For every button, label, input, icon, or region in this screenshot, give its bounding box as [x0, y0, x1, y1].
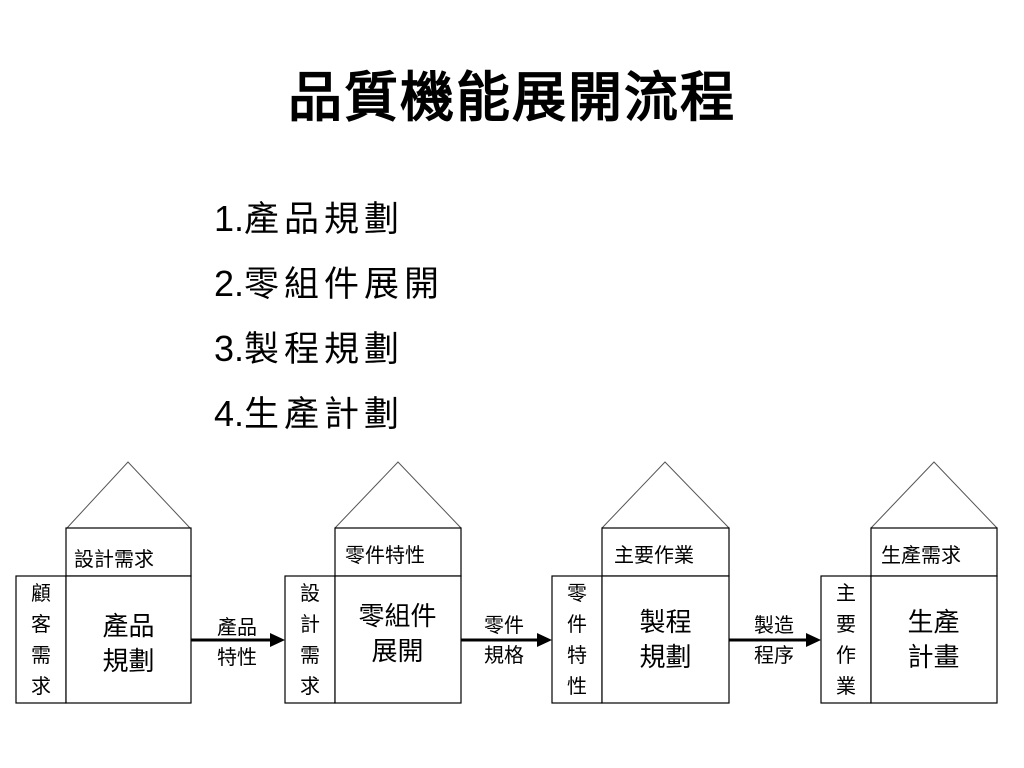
house-main-label-2: 計畫	[907, 643, 960, 673]
step-item: 3.製程規劃	[214, 318, 444, 383]
step-number: 2.	[214, 263, 245, 304]
house-side-label: 零件特性	[567, 581, 587, 698]
house-side-box	[284, 575, 336, 704]
arrow-label-line-2: 特性	[217, 645, 257, 669]
house-main-box	[870, 575, 998, 704]
house-main-label-2: 規劃	[102, 647, 155, 677]
house-main-label-1: 產品	[102, 612, 155, 642]
arrow-head	[806, 633, 821, 647]
step-text: 零組件展開	[244, 265, 445, 305]
house-roof-label: 生產需求	[881, 543, 961, 567]
arrow-3	[729, 633, 821, 647]
house-roof	[334, 461, 462, 529]
arrow-label-line-1: 零件	[484, 613, 524, 637]
house-main-box	[65, 575, 192, 704]
house-side-box	[551, 575, 603, 704]
house-side-label: 主要作業	[836, 581, 856, 698]
house-main-label-1: 製程	[639, 608, 692, 638]
arrow-label-line-2: 規格	[484, 643, 524, 667]
house-roof-label: 零件特性	[345, 543, 425, 567]
step-number: 4.	[214, 393, 245, 434]
arrow-label-line-1: 產品	[217, 615, 257, 639]
house-side-label: 設計需求	[300, 581, 320, 698]
house-roof	[870, 461, 998, 529]
house-roof-label: 主要作業	[614, 543, 694, 567]
step-text: 製程規劃	[244, 330, 405, 370]
house-4	[820, 461, 998, 704]
step-list: 1.產品規劃 2.零組件展開 3.製程規劃 4.生產計劃	[214, 188, 444, 448]
house-main-label-2: 規劃	[639, 643, 692, 673]
step-item: 2.零組件展開	[214, 253, 444, 318]
arrow-label-line-1: 製造	[754, 613, 794, 637]
house-side-box	[15, 575, 67, 704]
step-text: 生產計劃	[244, 395, 405, 435]
step-number: 1.	[214, 198, 245, 239]
house-main-label-1: 零組件	[358, 602, 437, 632]
arrow-label-line-2: 程序	[754, 643, 794, 667]
step-item: 1.產品規劃	[214, 188, 444, 253]
house-1	[15, 461, 192, 704]
house-roof-box	[65, 527, 192, 577]
house-main-box	[334, 575, 462, 704]
arrow-head	[537, 633, 552, 647]
step-item: 4.生產計劃	[214, 383, 444, 448]
arrow-head	[270, 633, 285, 647]
house-roof	[601, 461, 730, 529]
house-main-label-2: 展開	[371, 637, 424, 667]
house-roof	[66, 461, 191, 529]
house-main-label-1: 生產	[907, 608, 960, 638]
house-2	[284, 461, 462, 704]
house-side-label: 顧客需求	[31, 581, 51, 698]
arrow-2	[461, 633, 552, 647]
arrow-1	[191, 633, 285, 647]
house-roof-box	[870, 527, 998, 577]
page-title: 品質機能展開流程	[288, 65, 736, 129]
house-side-box	[820, 575, 872, 704]
house-3	[551, 461, 730, 704]
house-roof-label: 設計需求	[74, 547, 154, 571]
step-text: 產品規劃	[244, 200, 405, 240]
house-roof-box	[334, 527, 462, 577]
step-number: 3.	[214, 328, 245, 369]
